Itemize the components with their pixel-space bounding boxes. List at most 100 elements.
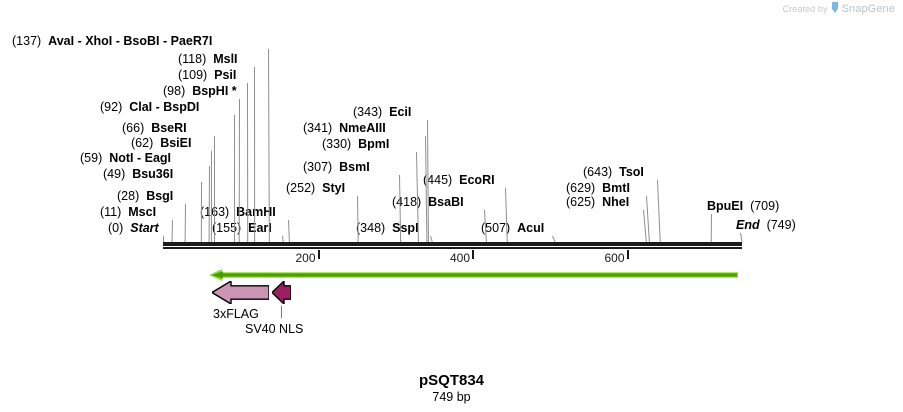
enzyme-name: AvaI (48, 34, 75, 48)
enzyme-label-tsoi: (643) TsoI (583, 165, 644, 179)
enzyme-label-msci: (11) MscI (100, 205, 156, 219)
enzyme-label-bmti: (629) BmtI (566, 181, 630, 195)
ruler-tick-label: 400 (449, 251, 470, 265)
enzyme-name: NmeAIII (339, 121, 386, 135)
enzyme-label-styi: (252) StyI (286, 181, 345, 195)
enzyme-position: (629) (566, 181, 596, 195)
enzyme-leader-line (184, 203, 186, 243)
snapgene-logo-icon (831, 2, 839, 16)
feature-label-sv40-nls: SV40 NLS (245, 322, 304, 336)
enzyme-label-bseri: (66) BseRI (122, 121, 187, 135)
enzyme-name: BsgI (146, 189, 174, 203)
enzyme-label-clai: (92) ClaI - BspDI (100, 100, 199, 114)
backbone-underline (163, 247, 742, 249)
watermark-brand: SnapGene (841, 3, 895, 15)
enzyme-position: (507) (481, 221, 511, 235)
enzyme-name: Bsu36I (132, 167, 174, 181)
enzyme-separator: - (159, 34, 171, 48)
enzyme-separator: - (133, 151, 145, 165)
enzyme-leader-line (200, 181, 202, 243)
enzyme-label-nhei: (625) NheI (566, 195, 629, 209)
enzyme-position: (0) (108, 221, 124, 235)
enzyme-leader-line (254, 66, 256, 243)
enzyme-position: (118) (178, 52, 207, 66)
enzyme-label-noti: (59) NotI - EagI (80, 151, 171, 165)
enzyme-position: (155) (212, 221, 242, 235)
enzyme-label-acui: (507) AcuI (481, 221, 544, 235)
enzyme-label-start: (0) Start (108, 221, 159, 235)
enzyme-name: BmtI (602, 181, 630, 195)
enzyme-leader-line (657, 179, 661, 243)
ruler-tick (626, 250, 629, 259)
enzyme-label-bsiei: (62) BsiEI (131, 136, 191, 150)
snapgene-watermark: Created by SnapGene (783, 2, 895, 16)
enzyme-position: (343) (353, 105, 383, 119)
enzyme-label-bsphi: (98) BspHI * (163, 84, 237, 98)
enzyme-name: NheI (602, 195, 630, 209)
enzyme-label-msli: (118) MslI (178, 52, 238, 66)
plasmid-title: pSQT834 (418, 372, 485, 389)
enzyme-name: EciI (389, 105, 412, 119)
enzyme-leader-line (740, 232, 743, 243)
enzyme-position: (62) (131, 136, 154, 150)
enzyme-name: MscI (128, 205, 157, 219)
enzyme-name: EagI (144, 151, 172, 165)
enzyme-position: (49) (103, 167, 126, 181)
enzyme-label-ecori: (445) EcoRI (423, 173, 495, 187)
enzyme-label-psii: (109) PsiI (178, 68, 236, 82)
enzyme-leader-line (171, 219, 173, 243)
enzyme-position: (330) (322, 137, 352, 151)
enzyme-leader-line (710, 213, 712, 243)
enzyme-name: BseRI (151, 121, 187, 135)
enzyme-label-end: End (749) (736, 218, 796, 232)
feature-leader-line (281, 306, 282, 318)
enzyme-name: BsiEI (160, 136, 192, 150)
ruler-tick (472, 250, 474, 259)
enzyme-name: BspDI (163, 100, 200, 114)
enzyme-position: (59) (80, 151, 103, 165)
enzyme-position: (66) (122, 121, 145, 135)
enzyme-label-bsu36i: (49) Bsu36I (103, 167, 173, 181)
backbone-line (163, 242, 742, 246)
feature-arrow-3xflag (210, 279, 270, 309)
plasmid-length: 749 bp (432, 390, 471, 404)
enzyme-leader-line (288, 219, 290, 243)
enzyme-position: (11) (100, 205, 122, 219)
enzyme-position: (137) (12, 34, 42, 48)
enzyme-name: XhoI (85, 34, 113, 48)
enzyme-position: (749) (766, 218, 796, 232)
enzyme-name: BpmI (358, 137, 390, 151)
enzyme-label-eari: (155) EarI (212, 221, 272, 235)
feature-arrow-sv40-nls (270, 279, 292, 309)
enzyme-position: (341) (303, 121, 333, 135)
enzyme-label-bsgi: (28) BsgI (117, 189, 173, 203)
enzyme-separator: - (74, 34, 86, 48)
enzyme-name: EcoRI (459, 173, 495, 187)
orf-arrow (209, 268, 738, 281)
enzyme-position: (348) (356, 221, 386, 235)
enzyme-name: End (736, 218, 760, 232)
feature-label-3xflag: 3xFLAG (213, 307, 259, 321)
enzyme-name: BamHI (236, 205, 276, 219)
enzyme-name: TsoI (619, 165, 644, 179)
enzyme-label-nmeaiii: (341) NmeAIII (303, 121, 386, 135)
enzyme-leader-line (208, 165, 210, 243)
enzyme-leader-line (247, 82, 249, 243)
enzyme-name: Start (130, 221, 159, 235)
enzyme-position: (252) (286, 181, 316, 195)
enzyme-name: MslI (213, 52, 238, 66)
enzyme-separator: - (112, 34, 124, 48)
enzyme-leader-line (213, 135, 215, 243)
enzyme-name: NotI (109, 151, 134, 165)
enzyme-label-bpuei: BpuEI (709) (707, 199, 779, 213)
enzyme-position: (709) (750, 199, 780, 213)
enzyme-separator: - (152, 100, 164, 114)
enzyme-position: (643) (583, 165, 613, 179)
enzyme-name: SspI (392, 221, 419, 235)
enzyme-name: PaeR7I (170, 34, 213, 48)
enzyme-name: BpuEI (707, 199, 744, 213)
enzyme-position: (445) (423, 173, 453, 187)
enzyme-name: BsmI (339, 160, 370, 174)
enzyme-name: BsoBI (123, 34, 160, 48)
